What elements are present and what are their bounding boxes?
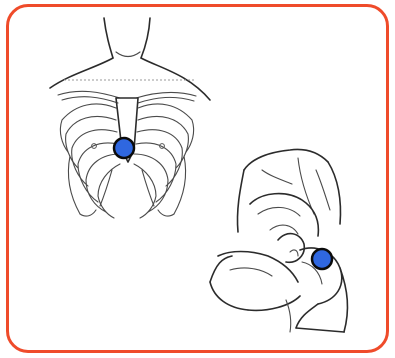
chest-ribcage-illustration	[50, 18, 210, 218]
sternum-injection-site	[114, 138, 134, 158]
neck-outline	[104, 18, 113, 58]
neck-outline-right	[141, 18, 150, 58]
shoulder-left	[50, 58, 113, 88]
iliac-crest-injection-site	[312, 249, 332, 269]
hip-pelvis-illustration	[210, 150, 347, 333]
shoulder-right	[141, 58, 210, 100]
